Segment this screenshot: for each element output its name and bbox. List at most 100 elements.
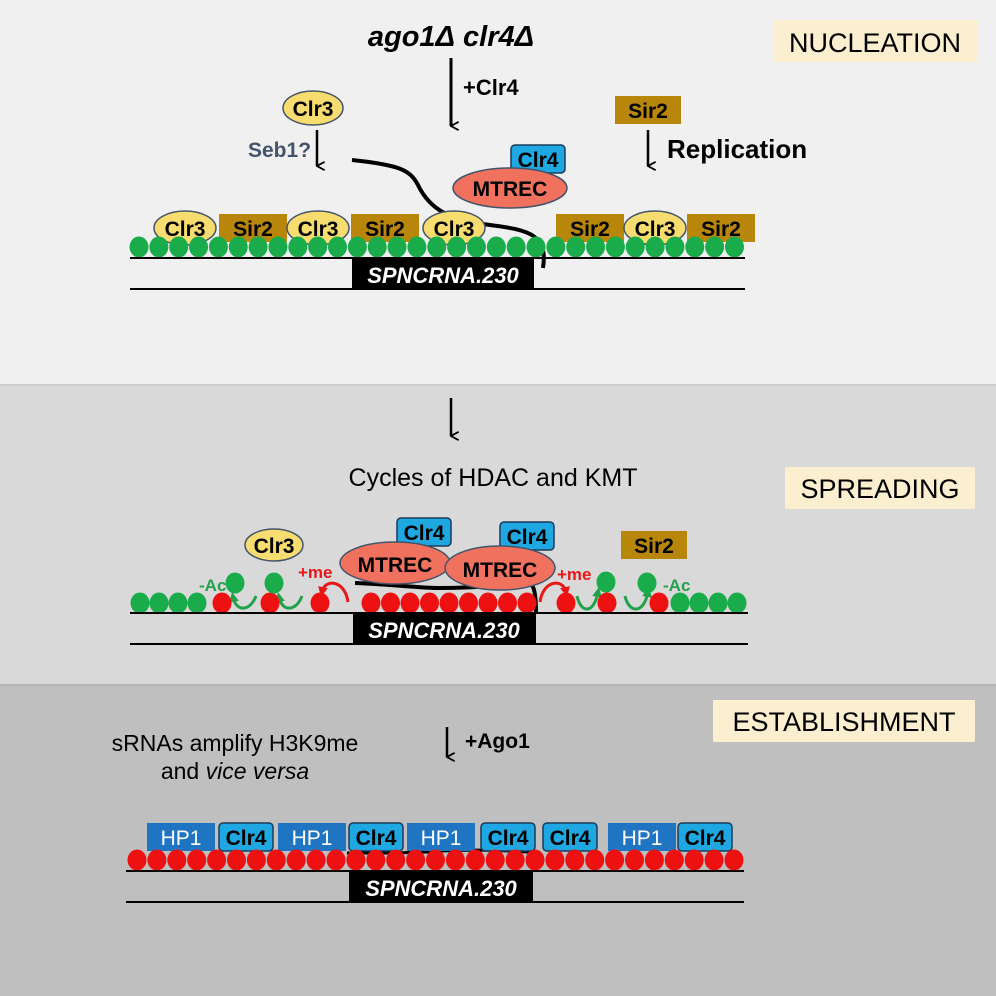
hp1-protein: HP1 [278,823,346,851]
methylated-nucleosome [525,849,545,871]
methylated-nucleosome [597,592,617,614]
svg-text:MTREC: MTREC [358,554,433,577]
acetylated-nucleosome [189,236,209,258]
methylated-nucleosome [167,849,187,871]
clr4-protein: Clr4 [510,144,566,174]
methylated-nucleosome [361,592,381,614]
svg-text:Clr3: Clr3 [254,535,295,558]
acetylated-nucleosome [328,236,347,258]
acetylated-nucleosome [526,236,546,258]
acetylated-nucleosome [708,592,728,614]
methylated-nucleosome [386,849,406,871]
protein-label: Clr4 [550,827,591,850]
acetylated-nucleosome [387,236,407,258]
acetylated-nucleosome [546,236,566,258]
modification-arrows [229,581,653,611]
acetylated-nucleosome [149,592,169,614]
methylated-nucleosome [517,592,537,614]
srna-label-line1: sRNAs amplify H3K9me [112,730,359,756]
methylated-nucleosome [147,849,167,871]
svg-text:MTREC: MTREC [473,178,548,201]
acetylated-nucleosome [689,592,709,614]
svg-text:MTREC: MTREC [463,559,538,582]
acetylated-nucleosome [248,236,268,258]
methylated-nucleosome [260,592,280,614]
methylated-nucleosome [445,849,465,871]
methylated-nucleosome [565,849,585,871]
methylated-nucleosome [505,849,525,871]
acetylated-nucleosome [130,592,150,614]
methylation-arrow-icon [318,581,350,603]
methylation-arrow-icon [538,581,570,603]
methylated-nucleosome [498,592,517,614]
srna-label-line2: and vice versa [161,758,309,784]
acetylated-nucleosome [506,236,526,258]
methylated-nucleosome [207,849,227,871]
genotype-ago1: ago1 [368,21,436,53]
methylated-nucleosome [459,592,478,614]
methylated-nucleosome [346,849,366,871]
protein-label: Sir2 [701,218,741,241]
protein-label: Clr3 [434,218,475,241]
deacetylation-arrow-icon [275,592,304,610]
protein-label: Clr3 [298,218,339,241]
methylated-nucleosome [420,592,439,614]
add-clr4-label: +Clr4 [463,75,519,100]
methylated-nucleosome [684,849,704,871]
nucleosome-row [127,849,744,871]
svg-text:Sir2: Sir2 [634,535,674,558]
methylated-nucleosome [381,592,400,614]
acetylated-nucleosome [596,571,616,593]
gene-box: SPNCRNA.230 [352,258,534,289]
stage-label-box [713,700,975,742]
deacetylation-label: -Ac [199,576,226,595]
protein-label: Clr4 [356,827,397,850]
mtrec-complex: MTREC [339,541,451,585]
deacetylation-label: -Ac [663,576,690,595]
hp1-protein: HP1 [147,823,215,851]
sir2-protein: Sir2 [351,214,419,242]
protein-label: Clr4 [488,827,529,850]
hp1-protein: HP1 [608,823,676,851]
protein-label: Sir2 [233,218,273,241]
acetylated-nucleosome [169,236,189,258]
protein-label: Sir2 [570,218,610,241]
acetylated-nucleosome [187,592,207,614]
acetylated-nucleosome [149,236,169,258]
acetylated-nucleosome [665,236,685,258]
methylation-label: +me [298,563,333,582]
cycles-label: Cycles of HDAC and KMT [349,464,638,492]
clr4-protein: Clr4 [396,517,452,547]
methylated-nucleosome [585,849,605,871]
protein-label: Clr4 [226,827,267,850]
mtrec-complex: MTREC [452,167,568,209]
acetylated-nucleosome [264,572,284,594]
mtrec-complex: MTREC [444,545,556,591]
methylated-nucleosome [724,849,744,871]
clr4-protein: Clr4 [499,521,555,551]
seb1-label: Seb1? [248,139,311,162]
methylated-nucleosome [366,849,386,871]
stage-label-box [785,467,975,509]
methylated-nucleosome [465,849,485,871]
acetylated-nucleosome [288,236,308,258]
delta-symbol: Δ [514,21,534,53]
clr4-protein: Clr4 [677,822,733,852]
acetylated-nucleosome [208,236,228,258]
deacetylation-arrow-icon [229,592,258,610]
deacetylation-arrow-icon [575,587,603,611]
methylated-nucleosome [649,592,669,614]
acetylated-nucleosome [486,236,506,258]
sir2-protein: Sir2 [615,96,681,124]
methylated-nucleosome [426,849,445,871]
methylated-nucleosome [227,849,246,871]
nucleosome-row [129,236,744,258]
gene-label: SPNCRNA.230 [367,263,519,288]
svg-text:Clr4: Clr4 [507,526,548,549]
methylated-nucleosome [266,849,286,871]
methylated-nucleosome [326,849,346,871]
stage-label-spreading: SPREADING [800,474,959,504]
